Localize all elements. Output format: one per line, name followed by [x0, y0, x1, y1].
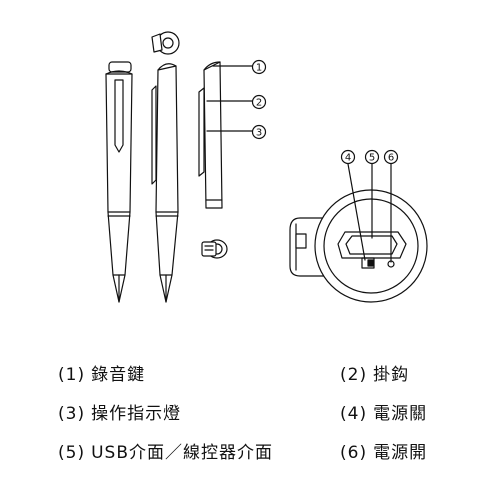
legend-item-6: (6)電源開 [340, 438, 427, 463]
callout-3: 3 [251, 124, 267, 140]
pen-clip-part [201, 239, 228, 259]
callout-4: 4 [340, 149, 356, 165]
legend-item-1: (1)錄音鍵 [58, 360, 145, 385]
callout-6: 6 [383, 149, 399, 165]
legend-number: (1) [58, 365, 86, 385]
legend-number: (4) [340, 404, 368, 424]
svg-text:5: 5 [369, 153, 375, 164]
legend-item-5: (5)USB介面／線控器介面 [58, 438, 273, 463]
callout-lines-123 [206, 65, 253, 132]
legend-item-2: (2)掛鈎 [340, 360, 409, 385]
legend-text: 錄音鍵 [91, 365, 146, 385]
pen-ring-accessory [151, 31, 180, 55]
legend-number: (5) [58, 443, 86, 463]
svg-text:2: 2 [256, 98, 262, 109]
svg-text:3: 3 [256, 128, 262, 139]
callout-lines-456 [347, 163, 392, 263]
legend-item-4: (4)電源關 [340, 399, 427, 424]
legend-text: 操作指示燈 [91, 404, 182, 424]
legend-text: USB介面／線控器介面 [91, 443, 273, 463]
legend-number: (3) [58, 404, 86, 424]
pen-cap [198, 61, 223, 209]
pen-diagram: 1 2 3 4 5 6 [105, 31, 428, 303]
legend-text: 電源關 [373, 404, 428, 424]
pen-end-view [289, 189, 428, 303]
svg-text:1: 1 [256, 63, 262, 74]
legend-text: 掛鈎 [373, 365, 410, 385]
callout-1: 1 [251, 59, 267, 75]
callout-2: 2 [251, 94, 267, 110]
pen-front-view [105, 61, 133, 303]
legend-item-3: (3)操作指示燈 [58, 399, 181, 424]
legend-number: (6) [340, 443, 368, 463]
pen-side-view [151, 63, 179, 303]
svg-text:6: 6 [388, 153, 394, 164]
svg-text:4: 4 [345, 153, 351, 164]
legend-text: 電源開 [373, 443, 428, 463]
legend-number: (2) [340, 365, 368, 385]
callout-5: 5 [364, 149, 380, 165]
